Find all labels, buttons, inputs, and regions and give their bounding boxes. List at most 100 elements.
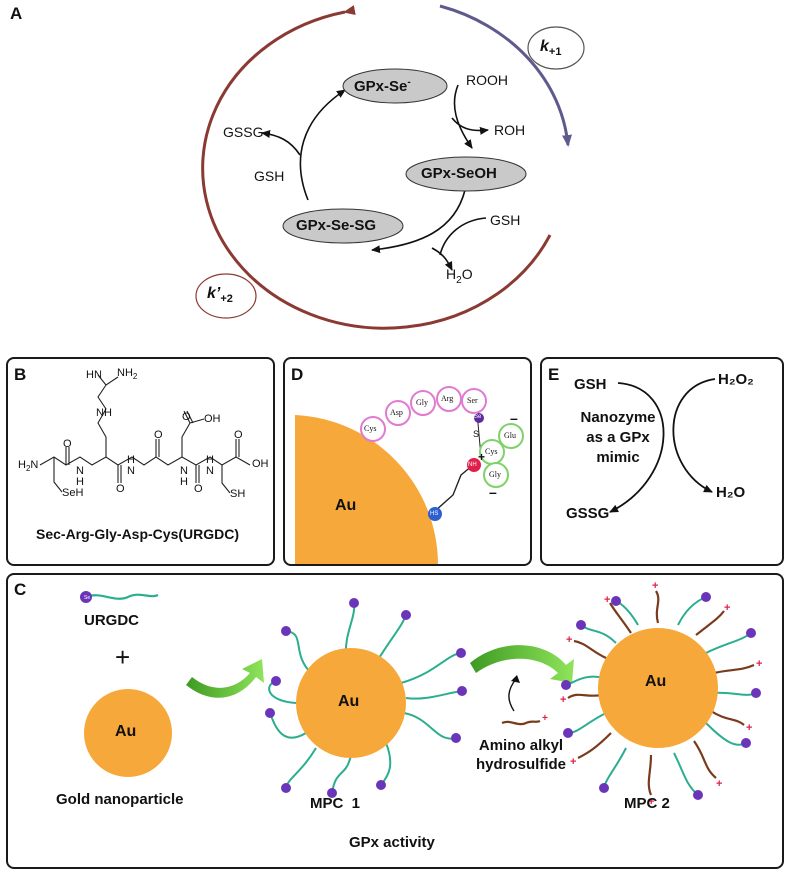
reagent-gssg: GSSG bbox=[223, 124, 264, 140]
k2-bubble bbox=[195, 273, 257, 319]
c-au-small: Au bbox=[115, 723, 137, 740]
d-s-label: S bbox=[473, 429, 480, 439]
residue-cys: Cys bbox=[364, 424, 377, 433]
c-mpc2-label: MPC 2 bbox=[624, 795, 670, 812]
atom-oh-end: OH bbox=[252, 458, 269, 470]
atom-nh-guan: NH bbox=[96, 407, 112, 419]
k1-bubble bbox=[527, 26, 585, 70]
k2-label: k’+2 bbox=[207, 285, 233, 306]
e-gssg: GSSG bbox=[566, 505, 610, 522]
e-h2o2: H₂O₂ bbox=[718, 371, 754, 388]
panel-c-scene: + bbox=[80, 580, 762, 808]
svg-text:+: + bbox=[652, 580, 658, 592]
c-gold-label: Gold nanoparticle bbox=[56, 791, 184, 808]
atom-oh-asp: OH bbox=[204, 413, 221, 425]
atom-o2: O bbox=[116, 483, 125, 495]
e-nanozyme-caption: Nanozyme as a GPx mimic bbox=[580, 409, 656, 466]
reagent-gsh-right: GSH bbox=[490, 212, 521, 228]
panel-e-box bbox=[540, 357, 784, 566]
reagent-rooh: ROOH bbox=[466, 72, 508, 88]
panel-e-letter: E bbox=[548, 365, 560, 384]
svg-text:+: + bbox=[560, 694, 566, 706]
panel-a-cycle bbox=[195, 4, 585, 330]
e-gsh: GSH bbox=[574, 376, 607, 393]
arrow-gsh-in bbox=[439, 217, 487, 256]
panel-b-box bbox=[6, 357, 275, 566]
atom-sh: SH bbox=[230, 488, 246, 500]
panel-d-box bbox=[283, 357, 532, 566]
reagent-h2o: H2O bbox=[446, 266, 473, 286]
svg-text:+: + bbox=[604, 594, 610, 606]
residue-cys-green: Cys bbox=[485, 447, 498, 456]
reagent-roh: ROH bbox=[494, 122, 526, 138]
c-amino-caption: Amino alkyl hydrosulfide bbox=[475, 737, 566, 773]
gold-np bbox=[84, 689, 172, 777]
d-nh-label: NH bbox=[468, 462, 477, 468]
panel-d-scene bbox=[295, 386, 524, 564]
svg-text:+: + bbox=[746, 722, 752, 734]
c-mpc1-label: MPC 1 bbox=[310, 795, 361, 812]
species-gpx-se-sg: GPx-Se-SG bbox=[296, 217, 377, 234]
urgdc-structure bbox=[39, 374, 251, 494]
c-plus: + bbox=[115, 642, 131, 672]
mpc2-ligands-brown bbox=[567, 590, 755, 796]
atom-o4: O bbox=[182, 411, 191, 423]
oval-gpx-se-sg bbox=[282, 208, 404, 244]
hs-bead bbox=[428, 507, 442, 521]
e-h2o: H₂O bbox=[716, 484, 746, 501]
d-minus-top: – bbox=[510, 410, 518, 426]
c-urgdc-label: URGDC bbox=[84, 612, 139, 629]
nh-bead bbox=[467, 458, 481, 472]
c-urgdc-se: Se bbox=[84, 595, 91, 601]
svg-text:+: + bbox=[724, 602, 730, 614]
atom-o6: O bbox=[234, 429, 243, 441]
se-bead bbox=[474, 413, 484, 423]
arrow-gssg-out bbox=[261, 130, 301, 156]
arrow-to-h2o bbox=[431, 247, 453, 271]
svg-text:+: + bbox=[716, 778, 722, 790]
atom-o1: O bbox=[63, 438, 72, 450]
panel-c-box bbox=[6, 573, 784, 869]
oval-gpx-se-minus bbox=[342, 68, 448, 104]
species-gpx-seoh: GPx-SeOH bbox=[421, 165, 497, 182]
arrow-rooh bbox=[453, 84, 473, 149]
atom-h2n: H2N bbox=[18, 459, 39, 474]
svg-text:+: + bbox=[542, 713, 548, 724]
au-quarter-surface bbox=[295, 415, 438, 564]
reagent-gsh-left: GSH bbox=[254, 168, 285, 184]
mpc2-core bbox=[598, 628, 718, 748]
arrow-roh bbox=[451, 117, 489, 135]
atom-o5: O bbox=[194, 483, 203, 495]
cycle-arc-purple bbox=[439, 4, 572, 147]
d-minus-bottom: – bbox=[489, 484, 497, 500]
d-hs-label: HS bbox=[430, 511, 439, 517]
cycle-arc-brown bbox=[201, 5, 552, 330]
atom-o3: O bbox=[154, 429, 163, 441]
residue-ser: Ser bbox=[467, 396, 478, 405]
mpc1-core bbox=[296, 648, 406, 758]
panel-b-caption: Sec-Arg-Gly-Asp-Cys(URGDC) bbox=[36, 526, 240, 542]
panel-c-letter: C bbox=[14, 580, 27, 599]
panel-d-letter: D bbox=[291, 365, 304, 384]
svg-text:+: + bbox=[648, 796, 654, 808]
c-au-mpc1: Au bbox=[338, 693, 360, 710]
atom-hn-imine: HN bbox=[86, 369, 102, 381]
panel-e-arrows bbox=[609, 378, 716, 513]
arrow-gsh-to-gssg bbox=[299, 89, 346, 201]
residue-asp: Asp bbox=[390, 408, 403, 417]
residue-gly: Gly bbox=[416, 398, 428, 407]
panel-b-letter: B bbox=[14, 365, 27, 384]
arrow-seoh-to-sesg bbox=[371, 189, 466, 254]
panel-d-au: Au bbox=[335, 497, 357, 514]
k1-label: k+1 bbox=[540, 38, 562, 59]
species-gpx-se-minus: GPx-Se- bbox=[354, 77, 411, 95]
atom-nh2-top: NH2 bbox=[117, 367, 138, 382]
c-au-mpc2: Au bbox=[645, 673, 667, 690]
d-se-label: Se bbox=[474, 414, 482, 420]
svg-text:+: + bbox=[756, 658, 762, 670]
panel-a-letter: A bbox=[10, 4, 23, 23]
